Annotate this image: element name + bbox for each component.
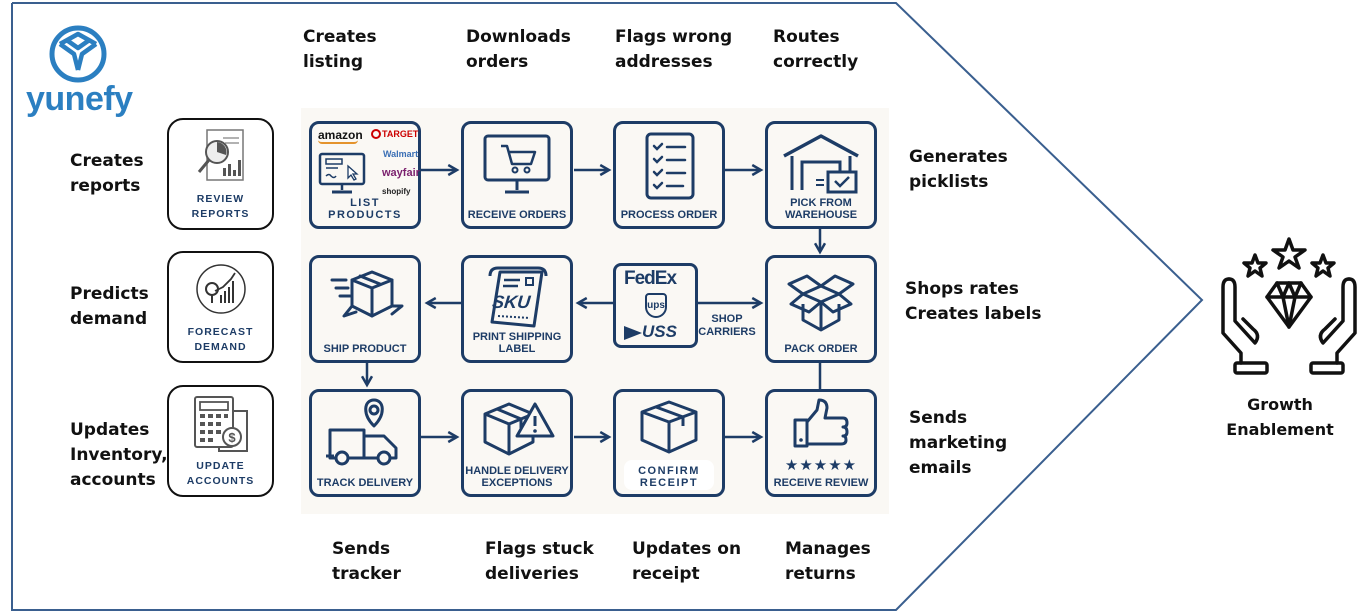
target-logo: TARGET bbox=[382, 129, 419, 139]
walmart-logo: Walmart bbox=[383, 149, 419, 159]
brand-logo: yunefy bbox=[26, 22, 136, 122]
thumbs-up-icon bbox=[793, 398, 849, 448]
left-label-demand: Predicts demand bbox=[70, 284, 149, 329]
right-label-picklists: Generates picklists bbox=[909, 147, 1008, 192]
open-box-icon bbox=[787, 274, 855, 332]
monitor-listing-icon bbox=[318, 152, 366, 194]
hands-diamond-stars-icon bbox=[1221, 237, 1357, 375]
step-track-delivery: TRACK DELIVERY bbox=[309, 389, 421, 497]
usps-eagle-icon bbox=[624, 326, 642, 340]
confirm-label-bg bbox=[624, 460, 714, 490]
closed-box-icon bbox=[640, 400, 698, 454]
shopify-logo: shopify bbox=[382, 187, 411, 196]
carrier-options: FedEx ups USS bbox=[613, 263, 698, 348]
side-card-update-accounts: $ UPDATE ACCOUNTS bbox=[167, 385, 274, 497]
step-label: RECEIVE REVIEW bbox=[773, 477, 869, 489]
marketplace-logos: amazon TARGET Walmart wayfair shopify bbox=[316, 128, 420, 204]
step-label: HANDLE DELIVERY EXCEPTIONS bbox=[465, 465, 569, 489]
moving-package-icon bbox=[330, 270, 404, 318]
target-icon bbox=[371, 129, 381, 139]
bottom-label-returns: Manages returns bbox=[785, 539, 871, 584]
right-label-rates: Shops rates Creates labels bbox=[905, 279, 1042, 324]
brand-name: yunefy bbox=[26, 80, 133, 118]
step-receive-review: ★★★★★ RECEIVE REVIEW bbox=[765, 389, 877, 497]
forecast-chart-icon bbox=[195, 264, 246, 314]
step-print-shipping-label: SKU PRINT SHIPPING LABEL bbox=[461, 255, 573, 363]
step-label: PACK ORDER bbox=[784, 343, 858, 355]
bottom-label-tracker: Sends tracker bbox=[332, 539, 401, 584]
ups-logo: ups bbox=[647, 300, 665, 311]
top-label-addresses: Flags wrong addresses bbox=[615, 27, 733, 72]
top-label-routes: Routes correctly bbox=[773, 27, 859, 72]
shop-carriers-label: SHOP CARRIERS bbox=[698, 313, 756, 338]
step-label: PROCESS ORDER bbox=[620, 209, 718, 221]
step-label: SHIP PRODUCT bbox=[323, 343, 407, 355]
wayfair-logo: wayfair bbox=[382, 167, 420, 179]
step-list-products: amazon TARGET Walmart wayfair shopify LI… bbox=[309, 121, 421, 229]
ups-shield-icon: ups bbox=[645, 293, 667, 318]
report-magnifier-icon bbox=[197, 129, 244, 181]
fedex-logo: FedEx bbox=[624, 268, 677, 289]
left-label-reports: Creates reports bbox=[70, 151, 144, 196]
step-label: TRACK DELIVERY bbox=[316, 477, 414, 489]
step-pick-from-warehouse: PICK FROM WAREHOUSE bbox=[765, 121, 877, 229]
right-label-marketing: Sends marketing emails bbox=[909, 408, 1008, 478]
step-label: PICK FROM WAREHOUSE bbox=[784, 197, 858, 221]
side-card-label: UPDATE ACCOUNTS bbox=[186, 460, 255, 487]
svg-text:SKU: SKU bbox=[491, 292, 532, 312]
step-ship-product: SHIP PRODUCT bbox=[309, 255, 421, 363]
step-confirm-receipt: CONFIRM RECEIPT bbox=[613, 389, 725, 497]
side-card-label: REVIEW REPORTS bbox=[191, 193, 250, 220]
step-label: PRINT SHIPPING LABEL bbox=[472, 331, 562, 355]
calculator-invoice-icon: $ bbox=[193, 396, 248, 452]
step-label: RECEIVE ORDERS bbox=[467, 209, 567, 221]
side-card-review-reports: REVIEW REPORTS bbox=[167, 118, 274, 230]
step-process-order: PROCESS ORDER bbox=[613, 121, 725, 229]
package-warning-icon bbox=[483, 402, 555, 456]
sku-label-printer-icon: SKU bbox=[488, 266, 548, 328]
usps-logo: USS bbox=[642, 322, 677, 341]
review-stars-icon: ★★★★★ bbox=[784, 457, 858, 474]
delivery-truck-pin-icon bbox=[326, 398, 398, 466]
warehouse-icon bbox=[783, 134, 859, 194]
bottom-label-stuck: Flags stuck deliveries bbox=[485, 539, 594, 584]
left-label-inventory: Updates Inventory, accounts bbox=[70, 420, 168, 490]
step-label: LIST PRODUCTS bbox=[328, 197, 402, 221]
top-label-orders: Downloads orders bbox=[466, 27, 571, 72]
step-label: CONFIRM RECEIPT bbox=[638, 465, 700, 489]
amazon-logo: amazon bbox=[318, 128, 363, 142]
growth-enablement-label: Growth Enablement bbox=[1226, 395, 1334, 439]
top-label-listing: Creates listing bbox=[303, 27, 377, 72]
yunefy-logo-icon bbox=[49, 25, 107, 83]
amazon-smile-icon bbox=[318, 140, 358, 144]
svg-text:$: $ bbox=[228, 430, 236, 445]
checklist-icon bbox=[645, 132, 695, 200]
step-handle-delivery-exceptions: HANDLE DELIVERY EXCEPTIONS bbox=[461, 389, 573, 497]
step-pack-order: PACK ORDER bbox=[765, 255, 877, 363]
side-card-label: FORECAST DEMAND bbox=[187, 326, 254, 353]
side-card-forecast-demand: FORECAST DEMAND bbox=[167, 251, 274, 363]
step-receive-orders: RECEIVE ORDERS bbox=[461, 121, 573, 229]
bottom-label-receipt: Updates on receipt bbox=[632, 539, 742, 584]
shopping-cart-monitor-icon bbox=[483, 134, 551, 194]
